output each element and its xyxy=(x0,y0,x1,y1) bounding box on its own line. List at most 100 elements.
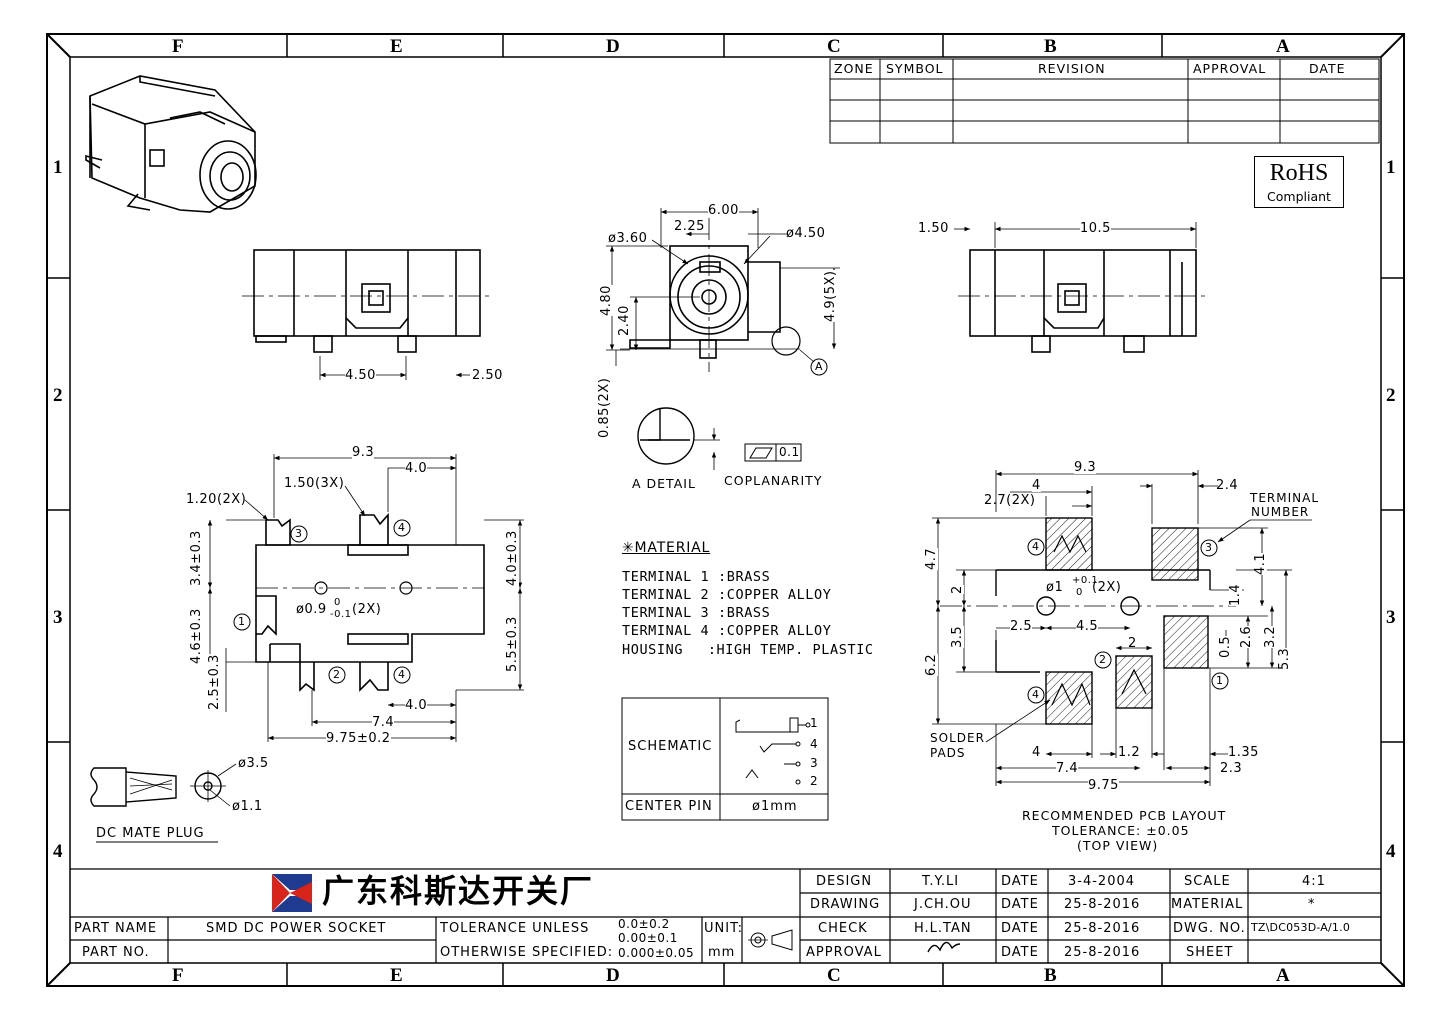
pcb-dim-2-3: 2.3 xyxy=(1220,761,1243,776)
terminal-3-marker: 3 xyxy=(295,527,303,540)
tb-key-scale: SCALE xyxy=(1184,874,1231,889)
pcb-dim-2-6: 2.6 xyxy=(1239,625,1254,648)
dim-hole-0-9-qty: (2X) xyxy=(352,602,382,617)
solder-pads-label-2: PADS xyxy=(930,746,966,760)
pcb-dim-4-bottom: 4 xyxy=(1032,745,1041,760)
pcb-layout-tolerance: TOLERANCE: ±0.05 xyxy=(1052,823,1190,838)
material-name: HOUSING xyxy=(622,642,684,658)
zone-row-2-left: 2 xyxy=(53,385,63,406)
material-row-1: TERMINAL 1 :BRASS xyxy=(622,569,770,585)
dim-dia-4-50: ø4.50 xyxy=(786,226,826,241)
part-name-value: SMD DC POWER SOCKET xyxy=(206,921,387,936)
dim-dia-3-60: ø3.60 xyxy=(608,231,648,246)
schematic-table-grid xyxy=(621,697,829,821)
tb-key-dwg-no: DWG. NO. xyxy=(1173,921,1246,936)
terminal-4-marker-top: 4 xyxy=(398,521,406,534)
material-value: :COPPER ALLOY xyxy=(718,587,832,603)
zone-col-f-top: F xyxy=(172,36,184,57)
dc-mate-plug-view xyxy=(90,763,237,843)
solder-pads-label-1: SOLDER xyxy=(930,731,985,745)
rohs-title: RoHS xyxy=(1269,160,1329,186)
rev-header-date: DATE xyxy=(1309,61,1346,76)
pcb-dim-2-5: 2.5 xyxy=(1010,619,1033,634)
dim-hole-0-9-upper: 0 xyxy=(334,597,341,608)
zone-col-e-bottom: E xyxy=(390,965,403,986)
schematic-pin-2: 2 xyxy=(810,774,819,788)
tb-date-label-drawing: DATE xyxy=(1001,897,1039,912)
pcb-terminal-3: 3 xyxy=(1205,541,1213,554)
tb-value-dwg-no: TZ\DC053D-A/1.0 xyxy=(1251,921,1351,934)
dim-6-00: 6.00 xyxy=(708,203,739,218)
part-no-label: PART NO. xyxy=(82,945,150,960)
tb-role-check: CHECK xyxy=(818,921,868,936)
pcb-dim-2: 2 xyxy=(950,585,965,594)
material-row-3: TERMINAL 3 :BRASS xyxy=(622,605,770,621)
zone-col-d-bottom: D xyxy=(606,965,620,986)
terminal-2-marker: 2 xyxy=(333,668,341,681)
center-pin-value: ø1mm xyxy=(752,799,798,814)
rev-header-revision: REVISION xyxy=(1038,61,1106,76)
tb-key-material: MATERIAL xyxy=(1171,897,1244,912)
dim-hole-0-9: ø0.9 xyxy=(296,602,327,617)
material-value: :HIGH TEMP. PLASTIC xyxy=(707,642,874,658)
pcb-dim-9-3: 9.3 xyxy=(1074,460,1097,475)
zone-col-f-bottom: F xyxy=(172,965,184,986)
pcb-dim-0-5: 0.5 xyxy=(1218,635,1233,658)
pcb-dim-hole-upper: +0.1 xyxy=(1072,575,1099,586)
bottom-view xyxy=(207,454,524,742)
tb-value-scale: 4:1 xyxy=(1302,874,1326,889)
title-block-grid xyxy=(70,868,1381,963)
pcb-dim-4-top: 4 xyxy=(1032,478,1041,493)
coplanarity-value: 0.1 xyxy=(779,445,800,459)
material-row-4: TERMINAL 4 :COPPER ALLOY xyxy=(622,623,831,639)
tb-key-sheet: SHEET xyxy=(1186,945,1234,960)
company-logo xyxy=(272,874,312,912)
dim-10-5: 10.5 xyxy=(1080,221,1111,236)
tolerance-label-2: OTHERWISE SPECIFIED: xyxy=(440,945,614,960)
pcb-dim-1-35: 1.35 xyxy=(1228,745,1259,760)
pcb-dim-hole: ø1 xyxy=(1046,580,1064,595)
pcb-terminal-4-top: 4 xyxy=(1032,540,1040,553)
zone-row-2-right: 2 xyxy=(1386,385,1396,406)
pcb-dim-4-7: 4.7 xyxy=(924,547,939,570)
dim-1-20-2x: 1.20(2X) xyxy=(186,492,247,507)
tb-role-approval: APPROVAL xyxy=(806,945,882,960)
dim-4-0-top: 4.0 xyxy=(405,461,428,476)
tb-date-design: 3-4-2004 xyxy=(1068,874,1136,889)
rev-header-zone: ZONE xyxy=(834,61,874,76)
material-value: :COPPER ALLOY xyxy=(718,623,832,639)
pcb-layout-top-view: (TOP VIEW) xyxy=(1077,838,1159,853)
material-row-5: HOUSING :HIGH TEMP. PLASTIC xyxy=(622,642,874,658)
dim-9-75-tol: 9.75±0.2 xyxy=(326,731,391,746)
tolerance-label-1: TOLERANCE UNLESS xyxy=(440,921,590,936)
side-view-right xyxy=(954,222,1208,353)
dim-4-80: 4.80 xyxy=(599,285,614,316)
dim-2-50: 2.50 xyxy=(472,368,503,383)
side-view-left xyxy=(242,249,492,380)
plug-dim-3-5: ø3.5 xyxy=(238,756,269,771)
tb-value-material: * xyxy=(1308,897,1316,912)
dim-4-0-tol: 4.0±0.3 xyxy=(505,530,520,586)
dim-4-9-5x: 4.9(5X) xyxy=(823,270,838,322)
zone-col-a-bottom: A xyxy=(1276,965,1290,986)
pcb-dim-hole-lower: 0 xyxy=(1076,587,1083,598)
dim-hole-0-9-lower: -0.1 xyxy=(330,609,352,620)
schematic-pin-4: 4 xyxy=(810,737,819,751)
tolerance-1-decimal: 0.0±0.2 xyxy=(618,917,670,931)
dim-4-6-tol: 4.6±0.3 xyxy=(189,608,204,664)
rev-header-symbol: SYMBOL xyxy=(886,61,944,76)
zone-col-d-top: D xyxy=(606,36,620,57)
pcb-dim-9-75: 9.75 xyxy=(1088,778,1119,793)
pcb-dim-4-1: 4.1 xyxy=(1253,552,1268,575)
revision-table-grid xyxy=(829,58,1380,144)
front-view xyxy=(606,208,840,372)
plug-dim-1-1: ø1.1 xyxy=(232,799,263,814)
pcb-layout-view xyxy=(932,470,1312,786)
dim-4-0-bottom: 4.0 xyxy=(405,698,428,713)
tb-name-drawing: J.CH.OU xyxy=(914,897,972,912)
material-value: :BRASS xyxy=(718,605,771,621)
tolerance-2-decimal: 0.00±0.1 xyxy=(618,931,678,945)
terminal-1-marker: 1 xyxy=(238,615,246,628)
terminal-number-label-1: TERMINAL xyxy=(1250,491,1320,505)
pcb-dim-1-4: 1.4 xyxy=(1228,583,1243,606)
